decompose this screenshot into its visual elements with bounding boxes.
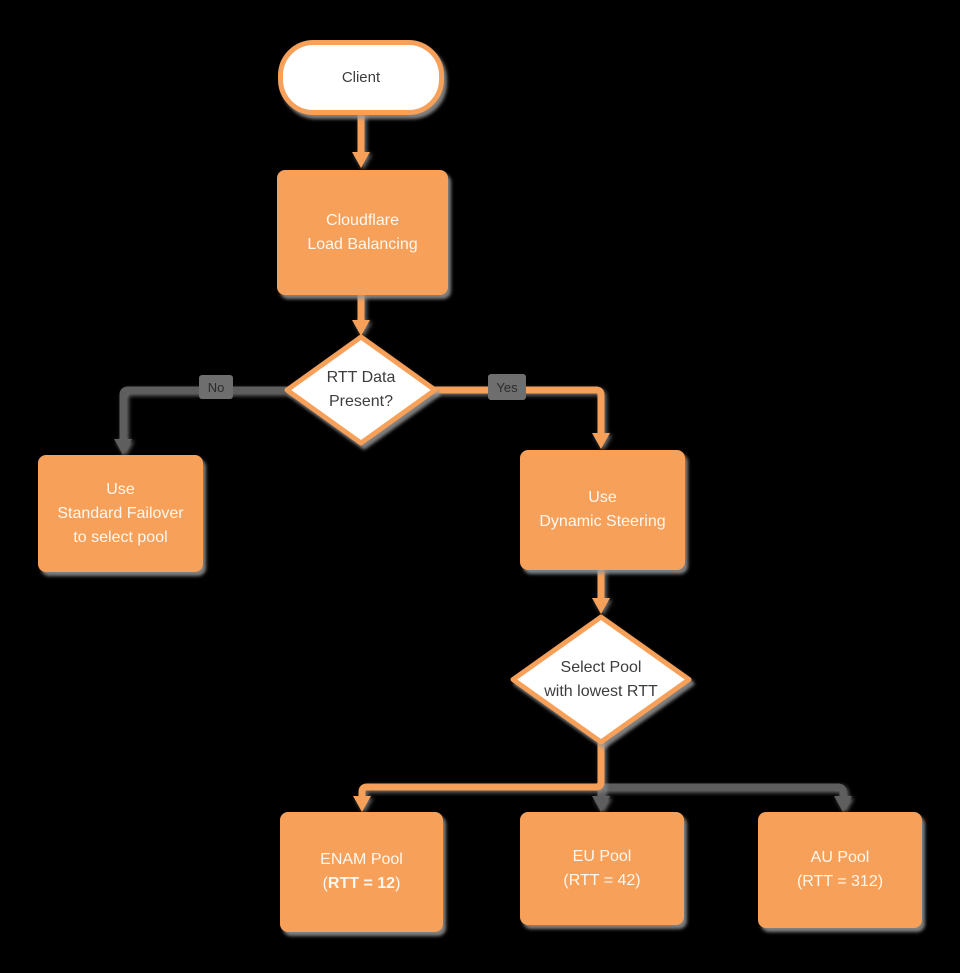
node-au-pool-shape — [758, 812, 922, 928]
edge-junction-to-eu-pool — [592, 787, 610, 812]
node-dynamic-steering-shape — [520, 450, 685, 570]
edge-label-no: No — [199, 375, 233, 399]
edge-load-balancing-to-rtt-decision — [352, 294, 370, 336]
node-rtt-decision-shape — [284, 334, 438, 446]
edge-junction-to-au-pool — [601, 783, 852, 812]
edge-dynamic-steering-to-select-pool — [592, 568, 610, 614]
edge-no-to-standard-failover — [114, 386, 292, 455]
node-eu-pool-shape — [520, 812, 684, 925]
edge-label-yes: Yes — [488, 374, 526, 400]
edge-yes-to-dynamic-steering — [431, 386, 610, 449]
edge-client-to-load-balancing — [352, 110, 370, 168]
node-enam-pool-shape — [280, 812, 443, 932]
node-standard-failover-shape — [38, 455, 203, 572]
node-client-shape — [278, 40, 444, 115]
node-select-pool-shape — [510, 614, 692, 745]
edge-label-no-text: No — [207, 379, 225, 395]
edge-label-yes-text: Yes — [496, 379, 518, 395]
node-load-balancing-shape — [277, 170, 448, 295]
edge-select-pool-to-enam-pool — [353, 740, 605, 812]
